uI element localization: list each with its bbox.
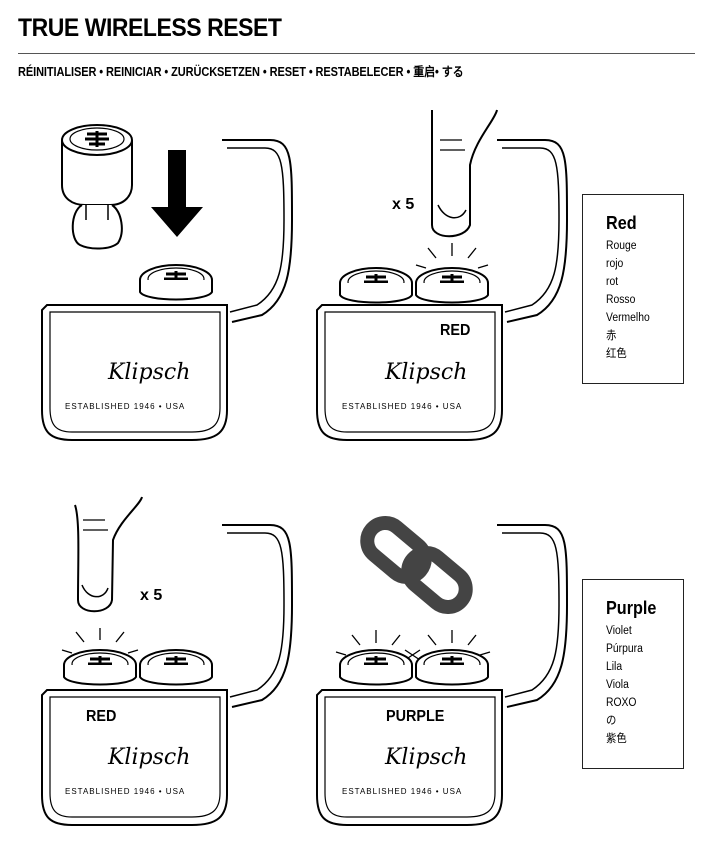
legend-purple-box: Purple Violet Púrpura Lila Viola ROXO の …	[582, 579, 684, 769]
panel-2-art	[316, 109, 568, 441]
legend-red-line: 红色	[606, 348, 627, 360]
press-count: x 5	[140, 587, 163, 604]
legend-purple-line: Viola	[606, 679, 629, 691]
title-divider	[18, 53, 695, 54]
klipsch-logo: Klipsch	[108, 745, 191, 770]
legend-purple-line: Púrpura	[606, 643, 643, 655]
page-title: TRUE WIRELESS RESET	[18, 14, 282, 42]
legend-purple-line: Violet	[606, 625, 632, 637]
legend-purple-line: Lila	[606, 661, 623, 673]
legend-red-line: rojo	[606, 258, 624, 270]
klipsch-logo: Klipsch	[108, 360, 191, 385]
legend-red-heading: Red	[606, 213, 637, 233]
legend-red-line: Rosso	[606, 294, 636, 306]
led-color-label: PURPLE	[386, 708, 445, 725]
klipsch-logo: Klipsch	[385, 745, 468, 770]
legend-purple-line: ROXO	[606, 697, 637, 709]
led-color-label: RED	[440, 322, 471, 339]
panel-4-art	[316, 516, 568, 826]
legend-purple-heading: Purple	[606, 598, 657, 618]
legend-red-line: Vermelho	[606, 312, 650, 324]
press-count: x 5	[392, 196, 415, 213]
legend-red-box: Red Rouge rojo rot Rosso Vermelho 赤 红色	[582, 194, 684, 384]
legend-purple-line: 紫色	[606, 733, 627, 745]
finger-press-icon	[74, 496, 143, 613]
established-text: ESTABLISHED 1946 • USA	[65, 402, 186, 411]
established-text: ESTABLISHED 1946 • USA	[342, 787, 463, 796]
link-chain-icon	[360, 516, 473, 614]
legend-red-line: 赤	[606, 330, 617, 342]
legend-red-line: rot	[606, 276, 619, 288]
page-subtitle: RÉINITIALISER • REINICIAR • ZURÜCKSETZEN…	[18, 65, 464, 79]
panel-3-art	[41, 496, 293, 826]
panel-1-art	[41, 124, 293, 441]
legend-red-line: Rouge	[606, 240, 637, 252]
down-arrow-icon	[151, 150, 203, 237]
earbud-icon	[61, 124, 133, 250]
established-text: ESTABLISHED 1946 • USA	[342, 402, 463, 411]
finger-press-icon	[431, 109, 498, 238]
klipsch-logo: Klipsch	[385, 360, 468, 385]
led-color-label: RED	[86, 708, 117, 725]
established-text: ESTABLISHED 1946 • USA	[65, 787, 186, 796]
legend-purple-line: の	[606, 715, 617, 727]
